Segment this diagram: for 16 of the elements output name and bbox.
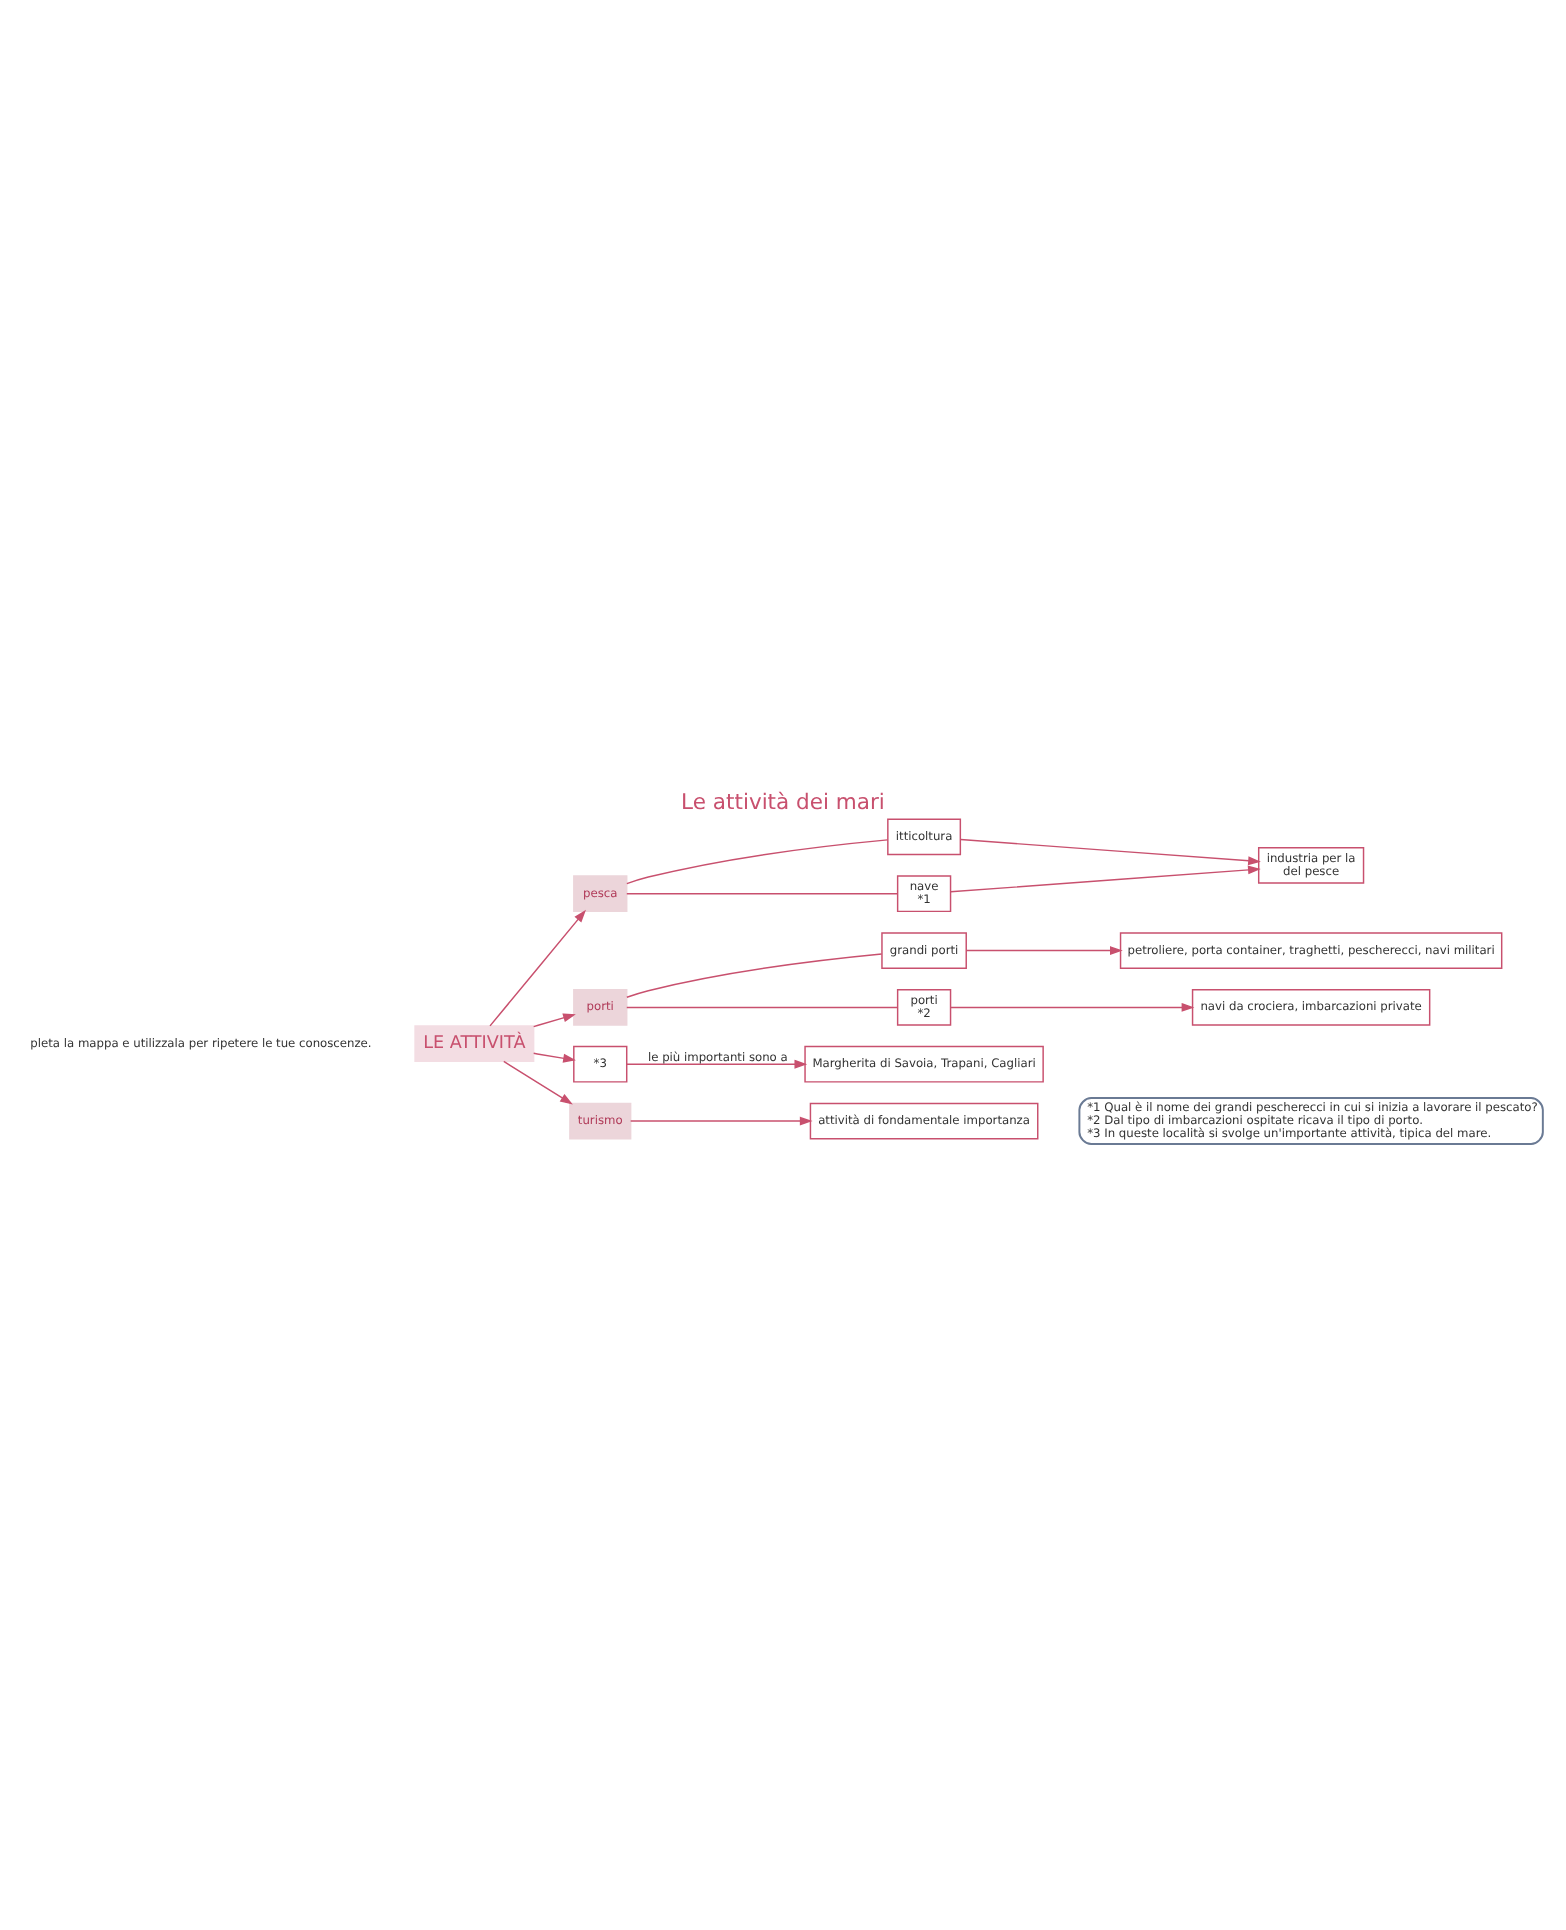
- arrow: [959, 837, 1261, 865]
- connector: [626, 892, 899, 894]
- arrow: [489, 908, 586, 1026]
- arrow: [949, 1001, 1195, 1011]
- arrow: [629, 1115, 813, 1125]
- arrow: [626, 1058, 808, 1068]
- connector: [626, 838, 889, 884]
- arrow: [949, 864, 1261, 892]
- arrow: [532, 1051, 576, 1062]
- diagram-title: Le attività dei mari: [681, 788, 885, 815]
- node-box: LE ATTIVITÀ: [414, 1024, 535, 1062]
- arrow: [503, 1059, 573, 1104]
- connector: [626, 1005, 899, 1008]
- arrow: [965, 945, 1123, 955]
- connector: [626, 952, 883, 998]
- arrow: [532, 1012, 576, 1027]
